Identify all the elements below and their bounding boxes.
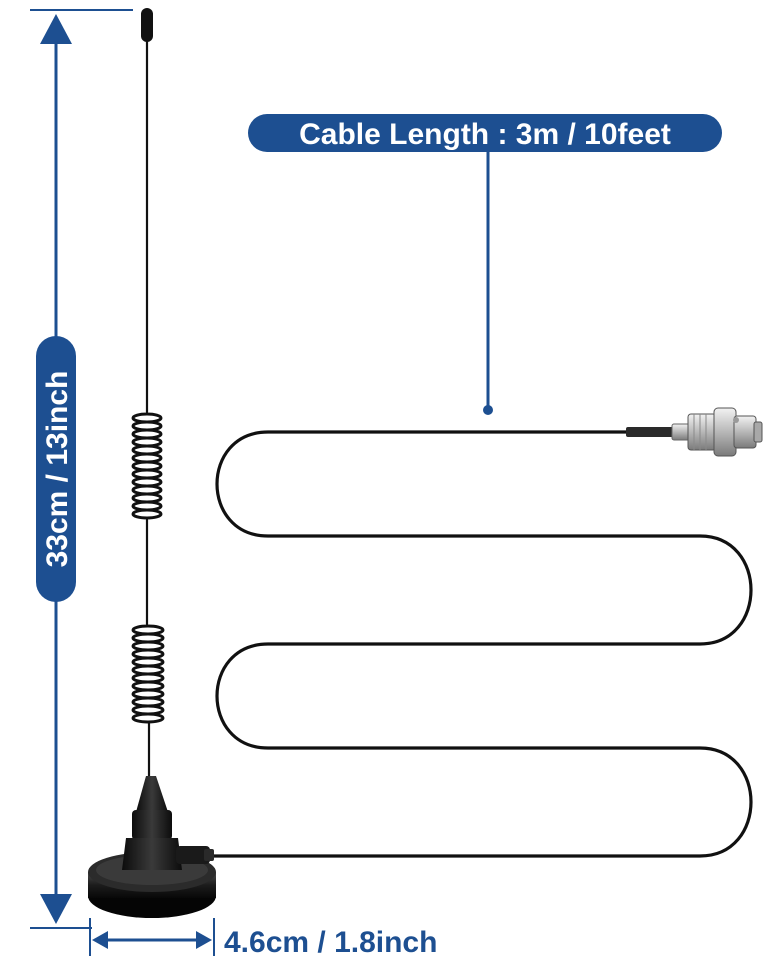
cable-length-pill [248,114,722,152]
height-dimension [30,9,133,929]
arrow-down-icon [40,894,72,924]
cable-length-callout [248,114,722,415]
callout-dot-icon [483,405,493,415]
arrow-left-icon [92,931,108,949]
magnetic-base-icon [88,776,216,918]
arrow-right-icon [196,931,212,949]
base-width-label: 4.6cm / 1.8inch [224,926,437,959]
lower-spring-coil-icon [131,624,165,724]
base-width-dimension [89,918,215,956]
cable-length-label: Cable Length : 3m / 10feet [299,118,671,151]
height-label: 33cm / 13inch [41,371,74,568]
antenna-whip-icon [141,8,153,778]
bnc-connector-icon [626,407,763,457]
coaxial-cable [210,430,753,858]
height-label-pill [36,336,76,602]
arrow-up-icon [40,14,72,44]
upper-spring-coil-icon [131,412,163,520]
